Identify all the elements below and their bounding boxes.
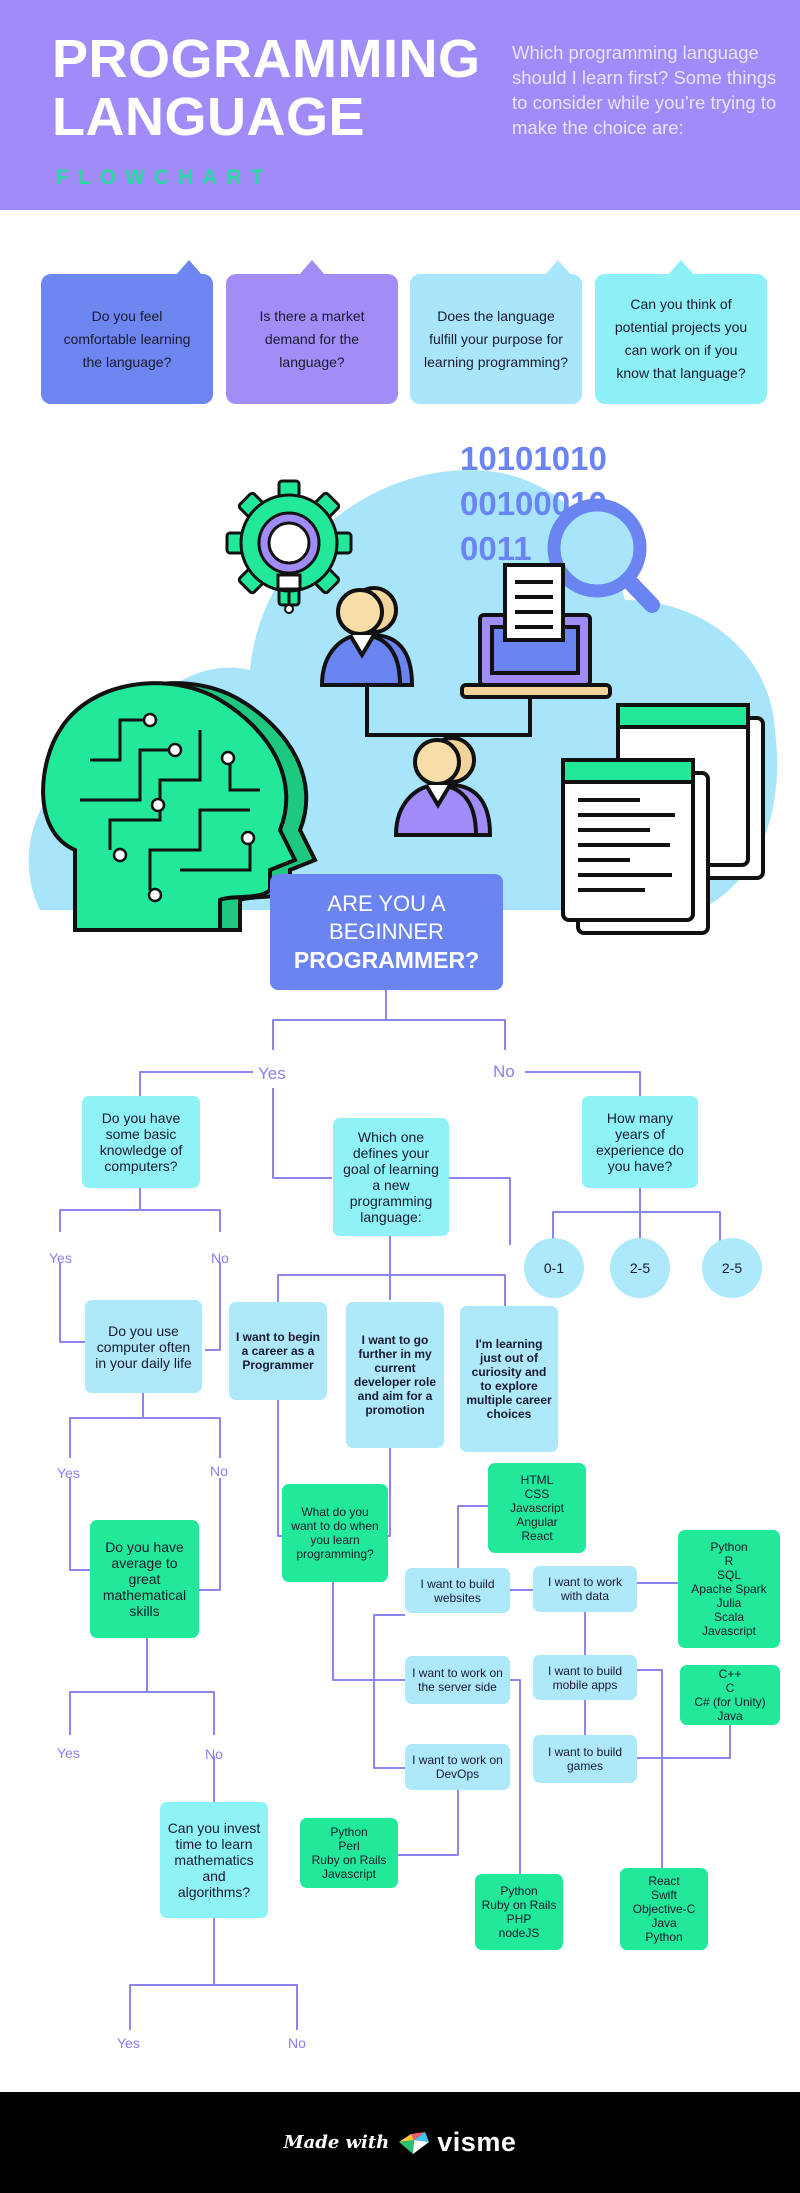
lang-web-0: HTML xyxy=(520,1473,554,1487)
person-icon-center xyxy=(393,736,493,837)
beginner-question-box: ARE YOU A BEGINNER PROGRAMMER? xyxy=(270,874,503,990)
page-title: PROGRAMMING LANGUAGE xyxy=(52,30,480,146)
lang-web-3: Angular xyxy=(516,1515,558,1529)
lang-web: HTML CSS Javascript Angular React xyxy=(488,1463,586,1553)
lang-mobile-0: React xyxy=(648,1874,680,1888)
page-subtitle: FLOWCHART xyxy=(56,166,273,189)
person-icon-left xyxy=(319,586,415,687)
node-websites: I want to build websites xyxy=(405,1568,510,1613)
lang-server: Python Ruby on Rails PHP nodeJS xyxy=(475,1874,563,1950)
lang-devops-0: Python xyxy=(330,1825,368,1839)
lang-web-1: CSS xyxy=(524,1487,550,1501)
node-math-skills: Do you have average to great mathematica… xyxy=(90,1520,199,1638)
intro-text: Which programming language should I lear… xyxy=(512,42,777,138)
circuit-head-icon xyxy=(41,681,318,932)
programmer-illustration: 10101010 00100010 0011 xyxy=(28,440,778,935)
visme-brand-text: visme xyxy=(437,2127,517,2157)
lang-server-2: PHP xyxy=(506,1912,532,1926)
gear-lightbulb-icon xyxy=(225,479,353,614)
beginner-line-1: ARE YOU A xyxy=(327,891,446,916)
node-goal: Which one defines your goal of learning … xyxy=(333,1118,449,1236)
node-basic-knowledge: Do you have some basic knowledge of comp… xyxy=(82,1096,200,1188)
node-data: I want to work with data xyxy=(533,1566,637,1612)
header-banner: PROGRAMMING LANGUAGE FLOWCHART Which pro… xyxy=(0,0,800,210)
lang-data-5: Scala xyxy=(713,1610,745,1624)
lang-server-0: Python xyxy=(500,1884,538,1898)
lang-data-3: Apache Spark xyxy=(691,1582,767,1596)
lang-devops-3: Javascript xyxy=(321,1867,377,1881)
lang-games-2: C# (for Unity) xyxy=(694,1695,766,1709)
made-with-text: Made with xyxy=(283,2132,390,2153)
label-no-beginner: No xyxy=(493,1062,515,1081)
label-yes-beginner: Yes xyxy=(258,1064,286,1083)
label-no-basic: No xyxy=(211,1250,229,1266)
lang-games-3: Java xyxy=(717,1709,743,1723)
lang-games-1: C xyxy=(725,1681,735,1695)
binary-line-3: 0011 xyxy=(460,530,532,567)
label-no-computer: No xyxy=(210,1463,228,1479)
binary-line-1: 10101010 xyxy=(460,440,607,477)
label-yes-basic: Yes xyxy=(49,1250,72,1266)
lang-server-1: Ruby on Rails xyxy=(481,1898,557,1912)
node-what-to-do: What do you want to do when you learn pr… xyxy=(282,1484,388,1582)
node-goal-further: I want to go further in my current devel… xyxy=(346,1302,444,1448)
lang-devops-1: Perl xyxy=(338,1839,360,1853)
visme-logo-icon xyxy=(399,2131,430,2154)
lang-server-3: nodeJS xyxy=(498,1926,540,1940)
consideration-card-comfort: Do you feel comfortable learning the lan… xyxy=(41,260,213,404)
node-goal-curiosity: I'm learning just out of curiosity and t… xyxy=(460,1306,558,1452)
lang-games-0: C++ xyxy=(718,1667,742,1681)
exp-circle-0-1: 0-1 xyxy=(524,1238,584,1298)
lang-mobile-3: Java xyxy=(651,1916,677,1930)
lang-data: Python R SQL Apache Spark Julia Scala Ja… xyxy=(678,1530,780,1648)
node-goal-career: I want to begin a career as a Programmer xyxy=(229,1302,327,1400)
lang-data-1: R xyxy=(724,1554,734,1568)
footer: Made with visme xyxy=(0,2092,800,2193)
label-no-math: No xyxy=(205,1746,223,1762)
lang-devops-2: Ruby on Rails xyxy=(311,1853,387,1867)
node-server: I want to work on the server side xyxy=(405,1656,510,1704)
lang-games: C++ C C# (for Unity) Java xyxy=(680,1665,780,1725)
exp-circle-2-5-a: 2-5 xyxy=(610,1238,670,1298)
lang-devops: Python Perl Ruby on Rails Javascript xyxy=(300,1818,398,1888)
code-window-icons xyxy=(561,703,765,935)
lang-web-4: React xyxy=(521,1529,553,1543)
consideration-card-demand: Is there a market demand for the languag… xyxy=(226,260,398,404)
lang-mobile-2: Objective-C xyxy=(632,1902,696,1916)
lang-mobile-4: Python xyxy=(645,1930,683,1944)
node-games: I want to build games xyxy=(533,1735,637,1783)
beginner-line-2: BEGINNER xyxy=(329,919,444,944)
lang-data-4: Julia xyxy=(716,1596,742,1610)
title-line-1: PROGRAMMING xyxy=(52,29,481,89)
node-use-computer: Do you use computer often in your daily … xyxy=(85,1300,202,1393)
lang-data-2: SQL xyxy=(716,1568,741,1582)
label-yes-invest: Yes xyxy=(117,2035,140,2051)
consideration-card-purpose: Does the language fulfill your purpose f… xyxy=(410,260,582,404)
exp-circle-2-5-b: 2-5 xyxy=(702,1238,762,1298)
node-mobile: I want to build mobile apps xyxy=(533,1655,637,1700)
lang-mobile: React Swift Objective-C Java Python xyxy=(620,1868,708,1950)
consideration-card-projects: Can you think of potential projects you … xyxy=(595,260,767,404)
lang-data-6: Javascript xyxy=(701,1624,757,1638)
node-years: How many years of experience do you have… xyxy=(582,1096,698,1188)
lang-mobile-1: Swift xyxy=(650,1888,677,1902)
label-no-invest: No xyxy=(288,2035,306,2051)
binary-text: 10101010 00100010 0011 xyxy=(460,440,607,567)
magnifier-icon xyxy=(547,498,660,613)
title-line-2: LANGUAGE xyxy=(52,87,365,147)
beginner-line-3: PROGRAMMER? xyxy=(293,947,480,973)
node-invest-time: Can you invest time to learn mathematics… xyxy=(160,1802,268,1918)
node-devops: I want to work on DevOps xyxy=(405,1744,510,1790)
label-yes-computer: Yes xyxy=(57,1465,80,1481)
lang-data-0: Python xyxy=(710,1540,748,1554)
laptop-icon xyxy=(460,563,612,699)
lang-web-2: Javascript xyxy=(509,1501,565,1515)
label-yes-math: Yes xyxy=(57,1745,80,1761)
